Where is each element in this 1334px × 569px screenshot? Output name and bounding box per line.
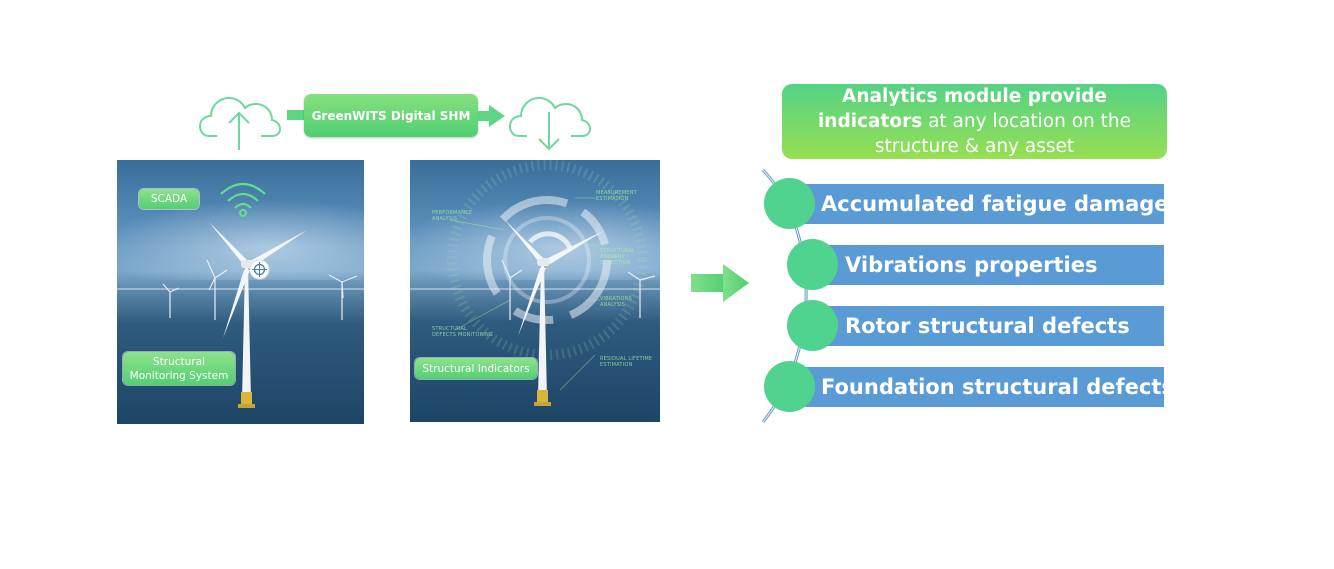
- indicator-foundation-bar: Foundation structural defects: [790, 367, 1174, 407]
- hud-vibrations-line1: VIBRATIONS: [600, 296, 633, 302]
- hud-detection-label: STRUCTURAL ANOMALY DETECTION: [600, 248, 660, 266]
- hud-lifetime-line1: RESIDUAL LIFETIME: [600, 356, 653, 362]
- structural-indicators-label: Structural Indicators: [415, 358, 537, 379]
- indicator-vibrations-bar: Vibrations properties: [813, 245, 1164, 285]
- wifi-icon: [219, 180, 267, 222]
- analytics-module-box: Analytics module provide indicators at a…: [782, 84, 1167, 159]
- flow-arrow-icon: [691, 263, 751, 307]
- hud-defects-line2: DEFECTS MONITORING: [432, 332, 493, 338]
- analytics-line2-rest: at any location on the: [922, 111, 1132, 132]
- hud-measurement-line2: ESTIMATION: [596, 196, 629, 202]
- hud-lifetime-line2: ESTIMATION: [600, 362, 633, 368]
- hud-lifetime-label: RESIDUAL LIFETIME ESTIMATION: [600, 356, 652, 368]
- indicator-vibrations-dot: [787, 239, 838, 290]
- structural-monitoring-line2: Monitoring System: [129, 369, 229, 382]
- indicator-rotor-bar: Rotor structural defects: [813, 306, 1164, 346]
- hud-performance-label: PERFORMANCE ANALYSIS: [432, 210, 472, 222]
- analytics-line2-bold: indicators: [817, 111, 923, 132]
- structural-monitoring-line1: Structural: [153, 355, 205, 368]
- photo-indicators-turbine: PERFORMANCE ANALYSIS MEASUREMENT ESTIMAT…: [410, 160, 660, 422]
- hud-performance-line1: PERFORMANCE: [432, 210, 473, 216]
- pipeline-arrow-head: [477, 105, 507, 131]
- cloud-upload-icon: [199, 88, 281, 152]
- hud-defects-label: STRUCTURAL DEFECTS MONITORING: [432, 326, 493, 338]
- hud-measurement-label: MEASUREMENT ESTIMATION: [596, 190, 637, 202]
- hud-measurement-line1: MEASUREMENT: [596, 190, 637, 196]
- analytics-line2: indicators at any location on the: [782, 109, 1167, 134]
- hud-performance-line2: ANALYSIS: [432, 216, 458, 222]
- cloud-download-icon: [509, 88, 591, 152]
- indicator-foundation-dot: [764, 361, 815, 412]
- indicator-vibrations-label: Vibrations properties: [845, 253, 1098, 277]
- indicator-rotor-dot: [787, 300, 838, 351]
- hud-vibrations-label: VIBRATIONS ANALYSIS: [600, 296, 632, 308]
- indicator-rotor-label: Rotor structural defects: [845, 314, 1130, 338]
- analytics-line1-text: Analytics module provide: [842, 86, 1107, 107]
- analytics-line3: structure & any asset: [874, 136, 1075, 157]
- structural-monitoring-label: Structural Monitoring System: [123, 352, 235, 385]
- pipeline-label: GreenWITS Digital SHM: [304, 94, 478, 137]
- indicator-foundation-label: Foundation structural defects: [821, 375, 1174, 399]
- hud-vibrations-line2: ANALYSIS: [600, 302, 626, 308]
- indicator-fatigue-dot: [764, 178, 815, 229]
- indicator-fatigue-bar: Accumulated fatigue damage: [790, 184, 1169, 224]
- hud-detection-line1: STRUCTURAL ANOMALY: [600, 248, 636, 260]
- scada-label: SCADA: [139, 189, 199, 209]
- hud-detection-line2: DETECTION: [600, 260, 631, 266]
- hud-defects-line1: STRUCTURAL: [432, 326, 468, 332]
- crosshair-icon: [249, 259, 270, 284]
- indicator-fatigue-label: Accumulated fatigue damage: [821, 192, 1169, 216]
- analytics-line1: Analytics module provide: [782, 84, 1167, 109]
- pipeline-arrow-left: [287, 110, 307, 120]
